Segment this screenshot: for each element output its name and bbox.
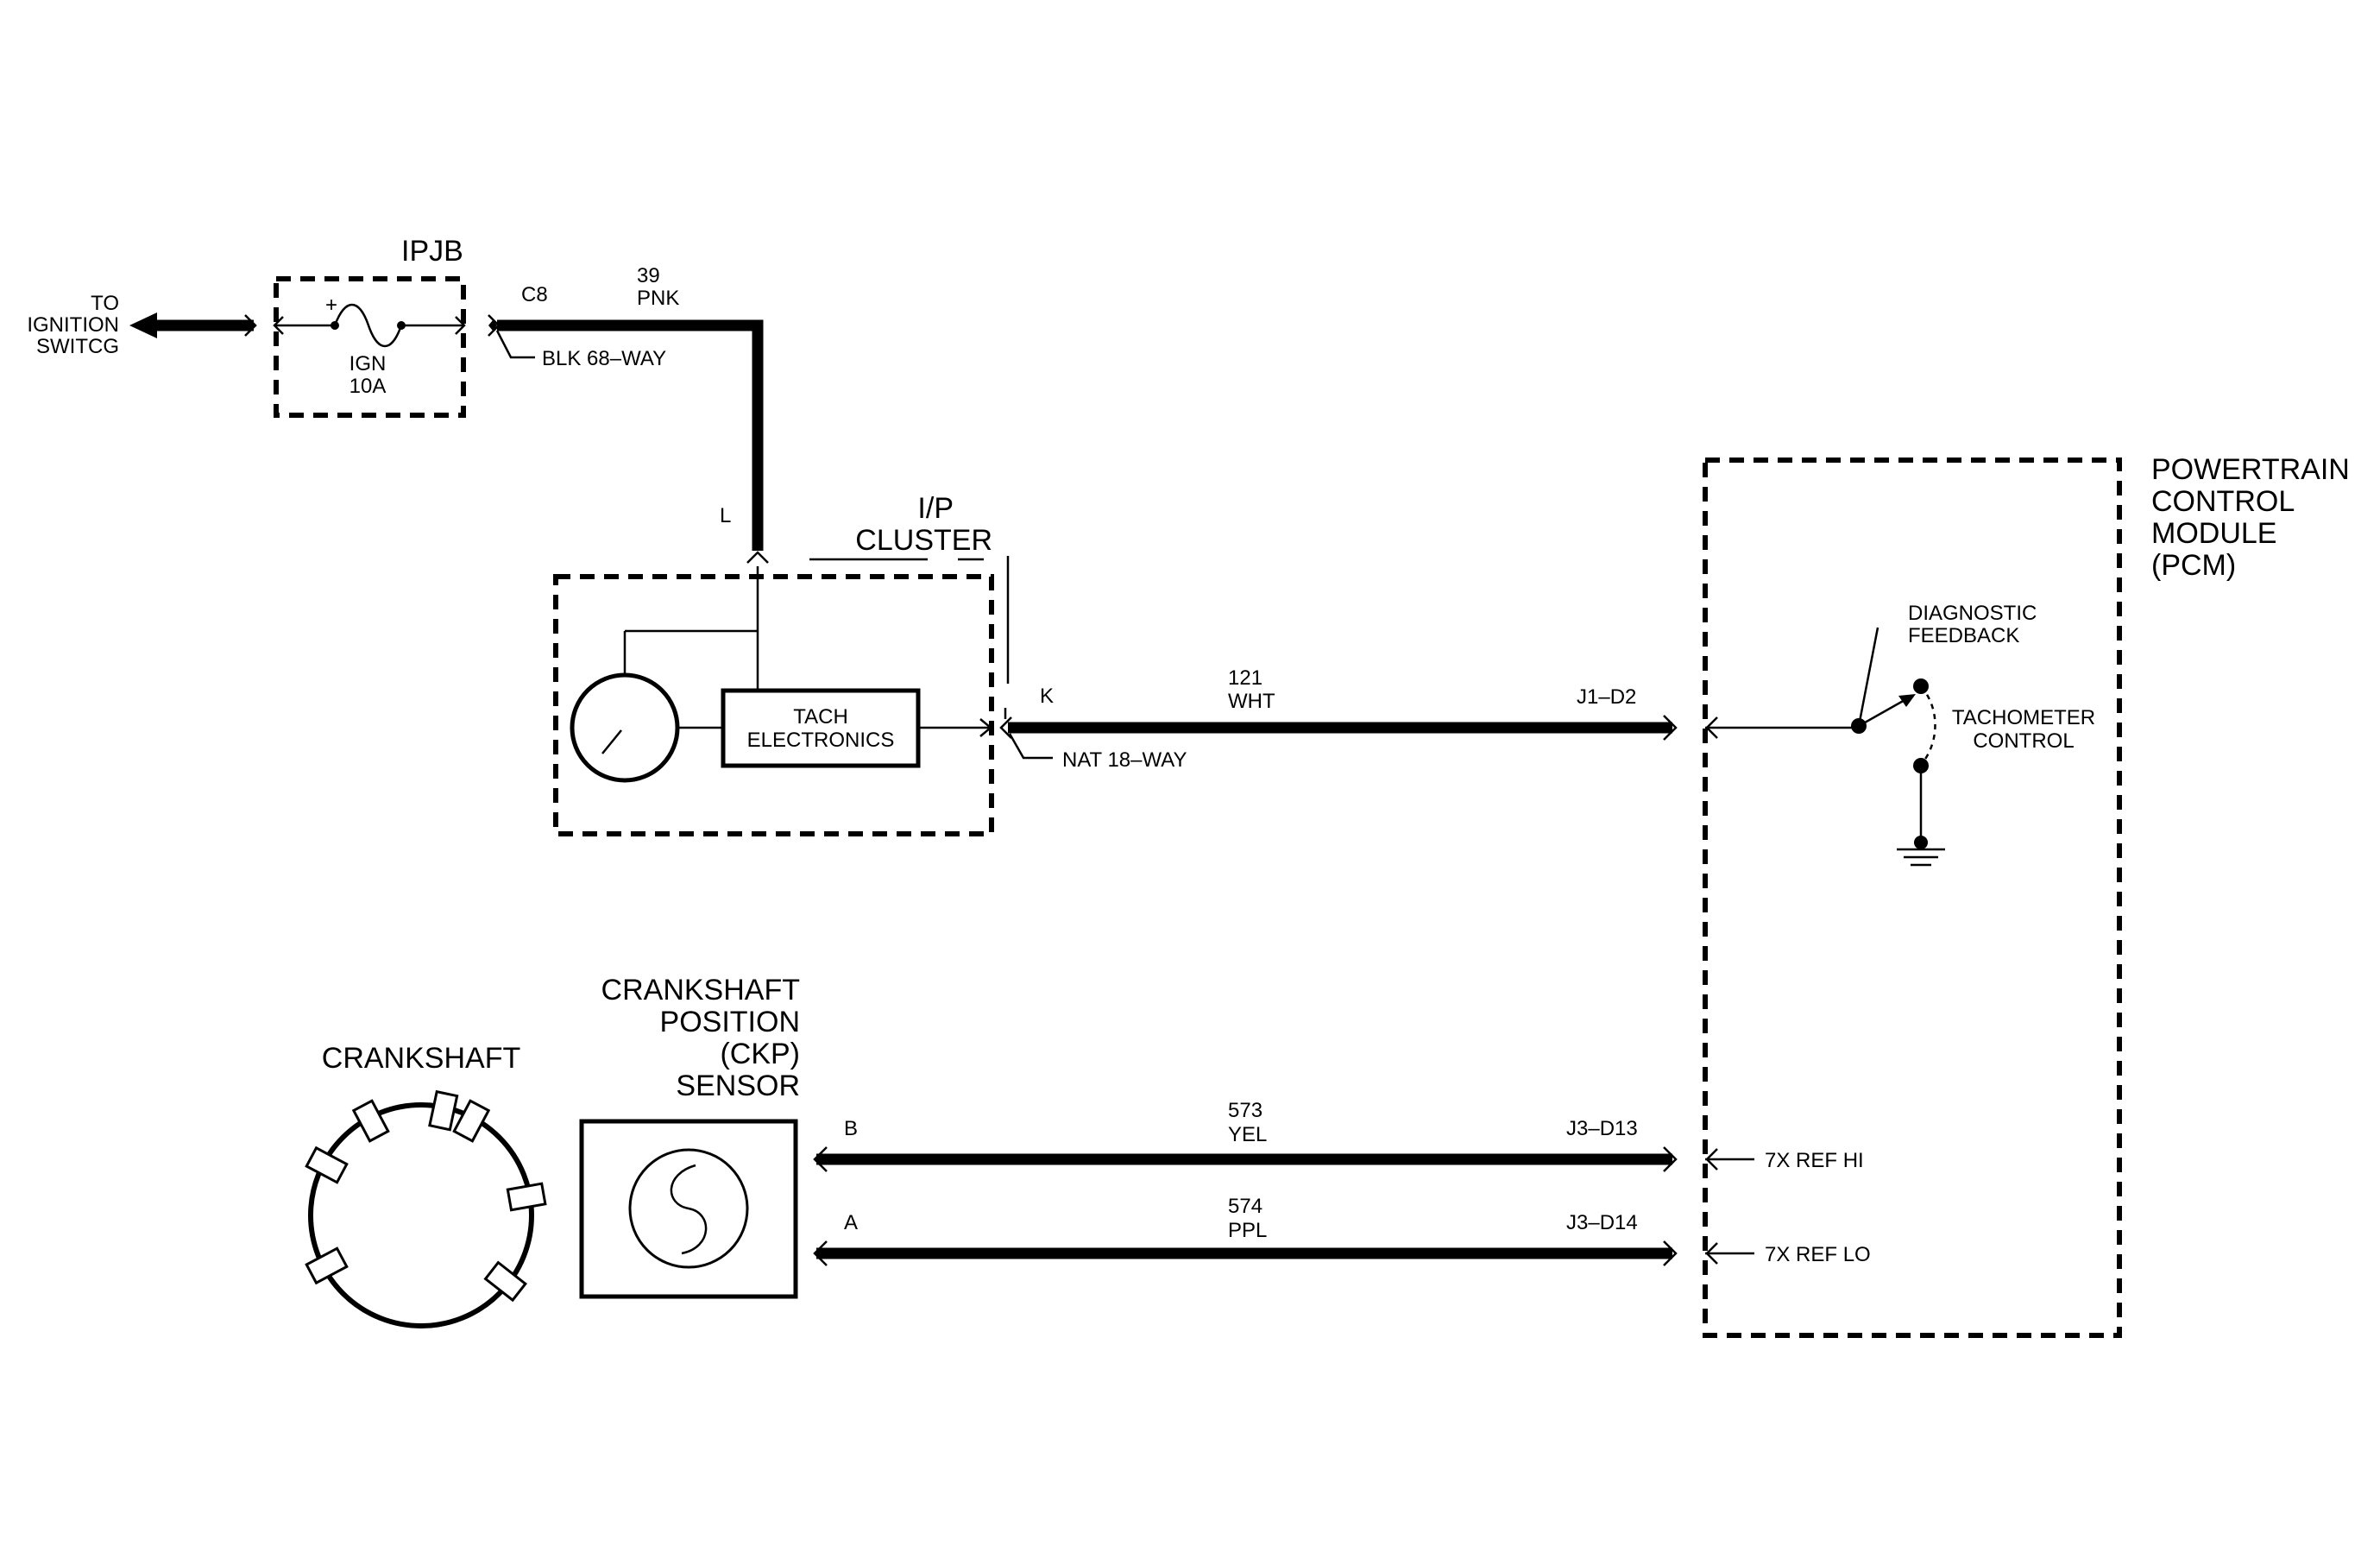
ipjb-title: IPJB xyxy=(401,235,463,268)
ignition-label-line2: IGNITION xyxy=(27,313,119,337)
wire-39-circuit: C8 BLK 68–WAY 39 PNK L xyxy=(488,264,769,564)
reluctor-notch-icon xyxy=(305,1246,349,1285)
tach-electronics-line2: ELECTRONICS xyxy=(747,729,895,752)
pcm-j1-d2-terminal-icon xyxy=(1663,715,1678,741)
pcm-title-line4: (PCM) xyxy=(2151,549,2236,582)
fuse-plus-sign: + xyxy=(325,293,337,317)
cluster-pin-k-terminal-icon xyxy=(999,716,1012,739)
reluctor-notch-icon xyxy=(506,1182,547,1212)
pcm-dashed-outline xyxy=(1703,458,2122,1338)
wire-121-number: 121 xyxy=(1228,666,1262,690)
wire-121-color: WHT xyxy=(1228,690,1275,713)
ckp-sensor-coil-icon xyxy=(628,1148,749,1269)
c8-connector-desc: BLK 68–WAY xyxy=(542,347,666,370)
crankshaft-label: CRANKSHAFT xyxy=(322,1042,520,1075)
tachometer-control-line2: CONTROL xyxy=(1973,729,2074,753)
cluster-title-line1: I/P xyxy=(917,492,954,525)
pcm-block: POWERTRAIN CONTROL MODULE (PCM) DIAGNOST… xyxy=(1703,453,2350,1338)
wire-39-number: 39 xyxy=(637,264,660,287)
cluster-k-leader-line xyxy=(1008,733,1053,760)
wire-121-pcm-pin: J1–D2 xyxy=(1577,685,1636,709)
fuse-element-icon xyxy=(333,303,403,348)
ckp-pin-a-terminal-icon xyxy=(813,1240,828,1266)
wire-574-pcm-pin: J3–D14 xyxy=(1566,1211,1638,1234)
reluctor-notch-icon xyxy=(305,1145,349,1184)
switch-arrow-icon xyxy=(1898,694,1916,707)
ip-cluster-block: I/P CLUSTER TACH ELECTRONICS xyxy=(553,492,1010,836)
ipjb-dashed-outline xyxy=(274,276,466,418)
fuse-name: IGN xyxy=(349,352,387,375)
reluctor-notches xyxy=(305,1089,547,1303)
pcm-j3-d13-terminal-icon xyxy=(1663,1146,1678,1172)
ipjb-block: IPJB + IGN 10A xyxy=(273,235,466,418)
ip-cluster-dashed-outline xyxy=(553,574,994,836)
pcm-tach-input-arrow-icon xyxy=(1705,716,1718,739)
ckp-ac-signal-icon xyxy=(670,1164,708,1255)
wire-573-signal: 7X REF HI xyxy=(1765,1149,1864,1172)
ckp-pin-b-terminal-icon xyxy=(813,1146,828,1172)
pcm-title-line2: CONTROL xyxy=(2151,485,2295,518)
wire-573-pcm-pin: J3–D13 xyxy=(1566,1117,1638,1140)
tachometer-gauge-icon xyxy=(570,672,680,783)
crankshaft-block: CRANKSHAFT xyxy=(305,1042,547,1328)
ckp-sensor-box xyxy=(579,1119,798,1299)
wire-573-number: 573 xyxy=(1228,1099,1262,1122)
wire-39-pnk xyxy=(497,319,764,551)
crankshaft-wheel-icon xyxy=(308,1102,534,1328)
cluster-title-line2: CLUSTER xyxy=(855,524,992,557)
c8-pin-label: C8 xyxy=(521,283,548,306)
pcm-title-line3: MODULE xyxy=(2151,517,2276,550)
ckp-title-line1: CRANKSHAFT xyxy=(601,974,800,1007)
diagnostic-feedback-line2: FEEDBACK xyxy=(1908,624,2019,647)
wire-121-circuit: K NAT 18–WAY 121 WHT J1–D2 xyxy=(999,666,1678,772)
cluster-pin-k-label: K xyxy=(1040,685,1054,708)
ground-node-icon xyxy=(1914,836,1928,849)
tachometer-control-line1: TACHOMETER xyxy=(1952,706,2095,729)
ipjb-terminal-right-icon xyxy=(455,316,466,335)
wire-573-sensor-pin: B xyxy=(844,1117,858,1140)
tachometer-needle-icon xyxy=(601,729,622,754)
ref-lo-arrow-icon xyxy=(1705,1242,1718,1265)
wire-574-number: 574 xyxy=(1228,1195,1262,1218)
reluctor-notch-icon xyxy=(428,1089,459,1132)
wire-574-circuit: A 574 PPL J3–D14 7X REF LO xyxy=(813,1195,1871,1266)
c8-leader-line xyxy=(495,330,535,359)
switch-actuator-icon xyxy=(1920,685,1936,766)
wire-573-circuit: B 573 YEL J3–D13 7X REF HI xyxy=(813,1099,1864,1172)
ckp-title-line2: POSITION xyxy=(660,1006,800,1038)
ignition-label-line1: TO xyxy=(91,292,119,315)
tach-output-arrow-icon xyxy=(979,718,992,737)
reluctor-notch-icon xyxy=(351,1099,390,1143)
ref-hi-arrow-icon xyxy=(1705,1148,1718,1171)
reluctor-notch-icon xyxy=(452,1099,491,1143)
ignition-switch-reference: TO IGNITION SWITCG xyxy=(27,292,257,358)
diagnostic-feedback-line1: DIAGNOSTIC xyxy=(1908,602,2037,625)
ignition-arrow-icon xyxy=(129,312,157,338)
cluster-connector-desc: NAT 18–WAY xyxy=(1062,748,1187,772)
ckp-title-line4: SENSOR xyxy=(676,1070,800,1102)
ignition-connector-icon xyxy=(244,314,257,337)
ckp-title-line3: (CKP) xyxy=(720,1038,800,1070)
tach-electronics-line1: TACH xyxy=(793,705,848,729)
wire-574-signal: 7X REF LO xyxy=(1765,1243,1871,1266)
wire-574-sensor-pin: A xyxy=(844,1211,858,1234)
ignition-label-line3: SWITCG xyxy=(36,335,119,358)
reluctor-notch-icon xyxy=(483,1260,527,1303)
pcm-j3-d14-terminal-icon xyxy=(1663,1240,1678,1266)
pcm-title-line1: POWERTRAIN xyxy=(2151,453,2350,486)
cluster-pin-l-label: L xyxy=(720,504,731,527)
wire-39-color: PNK xyxy=(637,287,679,310)
cluster-pin-l-terminal-icon xyxy=(746,551,769,564)
diagnostic-feedback-leader xyxy=(1857,627,1879,727)
fuse-rating: 10A xyxy=(349,375,387,398)
ipjb-terminal-left-icon xyxy=(273,316,284,335)
wire-574-color: PPL xyxy=(1228,1219,1267,1242)
wire-573-color: YEL xyxy=(1228,1123,1267,1146)
ckp-sensor-block: CRANKSHAFT POSITION (CKP) SENSOR xyxy=(579,974,800,1299)
